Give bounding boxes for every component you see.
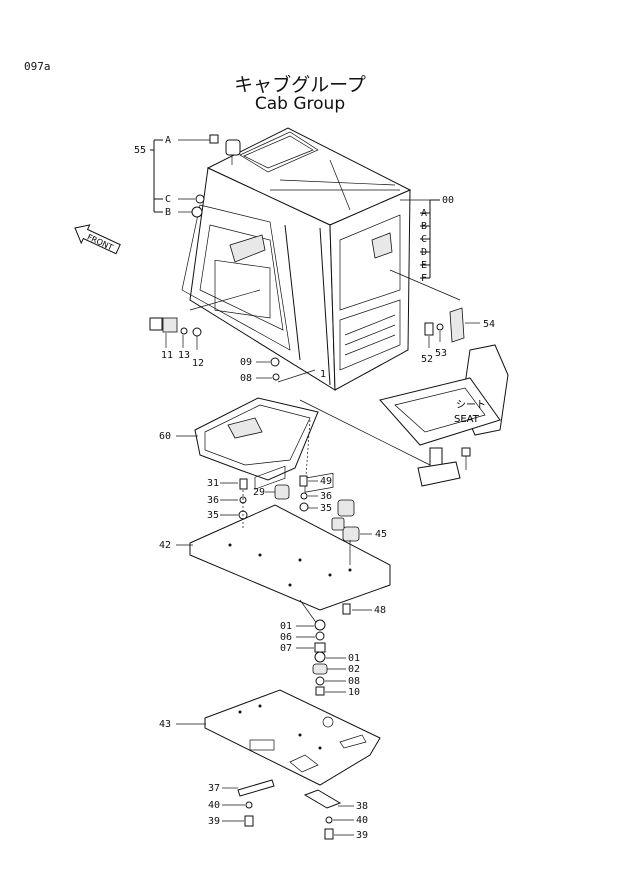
bolts-31-36-35 [220, 478, 248, 530]
callout-00-B: B [421, 221, 427, 232]
callout-12: 12 [192, 358, 204, 369]
callout-31: 31 [207, 478, 219, 489]
callout-A: A [165, 135, 171, 146]
callout-53: 53 [435, 348, 447, 359]
callout-09: 09 [240, 357, 252, 368]
callout-06: 06 [280, 632, 292, 643]
mounts-45 [331, 499, 372, 565]
base-plate-43 [176, 689, 381, 786]
callout-40-left: 40 [208, 800, 220, 811]
callout-B: B [165, 207, 171, 218]
seat-label-english: SEAT [454, 414, 480, 425]
callout-37: 37 [208, 783, 220, 794]
callout-43: 43 [159, 719, 171, 730]
washer-08 [272, 373, 280, 381]
callout-39-right: 39 [356, 830, 368, 841]
latch-parts [149, 317, 202, 350]
callout-35-right: 35 [320, 503, 332, 514]
callout-42: 42 [159, 540, 171, 551]
bolt-48 [342, 603, 351, 615]
brackets-37-40-39 [222, 779, 275, 827]
parts-01-06-07 [296, 619, 326, 653]
callout-35-left: 35 [207, 510, 219, 521]
floor-mat-60 [176, 397, 319, 481]
title-japanese: キャブグループ [234, 74, 366, 96]
parts-01-02-08-10 [312, 651, 346, 696]
mount-29 [274, 484, 290, 500]
cab-assembly [181, 127, 461, 391]
page-code: 097a [24, 60, 51, 73]
seat-assembly: シート SEAT [299, 344, 509, 487]
callout-C: C [165, 194, 171, 205]
callout-36-left: 36 [207, 495, 219, 506]
floor-plate-42 [176, 465, 391, 629]
bracket-54-parts [424, 307, 480, 348]
callout-08-lower: 08 [348, 676, 360, 687]
callout-02: 02 [348, 664, 360, 675]
callout-54: 54 [483, 319, 495, 330]
callout-07: 07 [280, 643, 292, 654]
callout-00: 00 [442, 195, 454, 206]
bolts-49-36-35 [299, 419, 318, 512]
callout-00-D: D [421, 247, 427, 258]
callout-00-F: F [421, 273, 427, 284]
callout-45: 45 [375, 529, 387, 540]
callout-1: 1 [320, 369, 326, 380]
callout-60: 60 [159, 431, 171, 442]
callout-00-C: C [421, 234, 427, 245]
nut-09 [270, 357, 280, 367]
callout-36-right: 36 [320, 491, 332, 502]
callout-10: 10 [348, 687, 360, 698]
callout-52: 52 [421, 354, 433, 365]
callout-49: 49 [320, 476, 332, 487]
callout-00-E: E [421, 260, 427, 271]
seat-label-japanese: シート [456, 400, 486, 411]
callout-08: 08 [240, 373, 252, 384]
callout-00-A: A [421, 208, 427, 219]
title-english: Cab Group [254, 94, 346, 114]
callout-39-left: 39 [208, 816, 220, 827]
callout-01-upper: 01 [280, 621, 292, 632]
callout-29: 29 [253, 487, 265, 498]
callout-55: 55 [134, 145, 146, 156]
callout-00-bracket [420, 199, 440, 279]
callout-38: 38 [356, 801, 368, 812]
callout-48: 48 [374, 605, 386, 616]
callout-01-lower: 01 [348, 653, 360, 664]
callout-40-right: 40 [356, 815, 368, 826]
callout-13: 13 [178, 350, 190, 361]
callout-11: 11 [161, 350, 173, 361]
callout-55-bracket [150, 134, 241, 218]
brackets-38-40-39 [303, 789, 354, 840]
front-arrow-icon: FRONT [74, 224, 121, 255]
